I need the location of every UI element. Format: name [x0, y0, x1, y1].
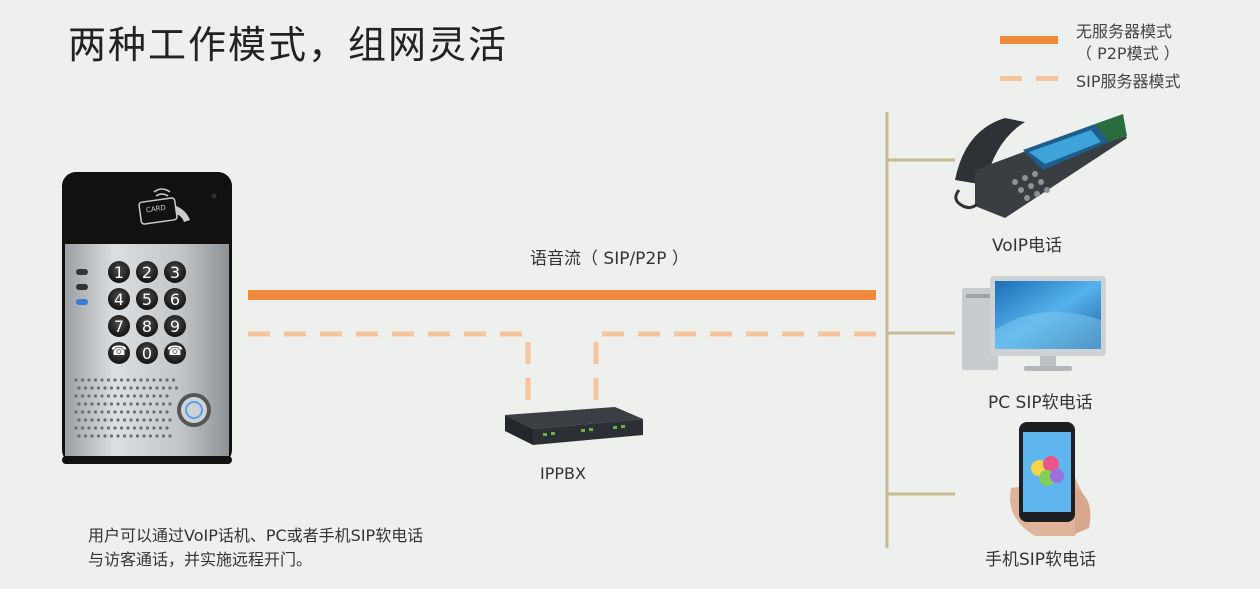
key-hangup: ☎	[166, 344, 184, 359]
key-0: 0	[141, 344, 153, 363]
key-6: 6	[169, 290, 181, 309]
sip-dashed-line-right	[593, 331, 876, 400]
sip-dashed-line-left	[248, 331, 531, 400]
legend-solid-swatch	[1000, 36, 1058, 44]
key-call: ☎	[110, 344, 128, 359]
key-4: 4	[113, 290, 125, 309]
desk-phone-icon	[954, 114, 1127, 218]
mobile-softphone	[1005, 418, 1100, 538]
key-3: 3	[169, 263, 181, 282]
smartphone-icon	[1010, 422, 1091, 536]
legend: 无服务器模式 （ P2P模式 ） SIP服务器模式	[1000, 18, 1250, 98]
pc-softphone	[960, 270, 1110, 375]
device-label-voip: VoIP电话	[992, 236, 1062, 256]
pc-monitor-icon	[962, 276, 1106, 371]
device-label-mobile: 手机SIP软电话	[985, 550, 1097, 570]
legend-solid-label-line1: 无服务器模式	[1076, 22, 1173, 41]
key-2: 2	[141, 263, 153, 282]
key-1: 1	[113, 263, 125, 282]
legend-dashed-label: SIP服务器模式	[1076, 72, 1181, 91]
device-label-pc: PC SIP软电话	[988, 393, 1093, 413]
card-reader-icon	[138, 188, 190, 225]
door-intercom-device: CARD 1 2 3 4 5 6 7 8 9 ☎ 0 ☎	[62, 172, 232, 464]
keypad	[108, 261, 186, 364]
key-9: 9	[169, 317, 181, 336]
page-title: 两种工作模式，组网灵活	[68, 23, 509, 67]
description-line2: 与访客通话，并实施远程开门。	[88, 550, 313, 569]
key-5: 5	[141, 290, 153, 309]
voip-desk-phone	[945, 110, 1130, 220]
key-8: 8	[141, 317, 153, 336]
ippbx-label: IPPBX	[540, 464, 586, 483]
legend-dashed-swatch	[1000, 76, 1060, 81]
stream-label: 语音流（ SIP/P2P ）	[530, 249, 689, 269]
key-7: 7	[113, 317, 125, 336]
speaker-grille	[74, 378, 179, 438]
legend-solid-label-line2: （ P2P模式 ）	[1076, 44, 1180, 63]
ippbx-device	[495, 405, 645, 455]
description-line1: 用户可以通过VoIP话机、PC或者手机SIP软电话	[88, 526, 424, 545]
